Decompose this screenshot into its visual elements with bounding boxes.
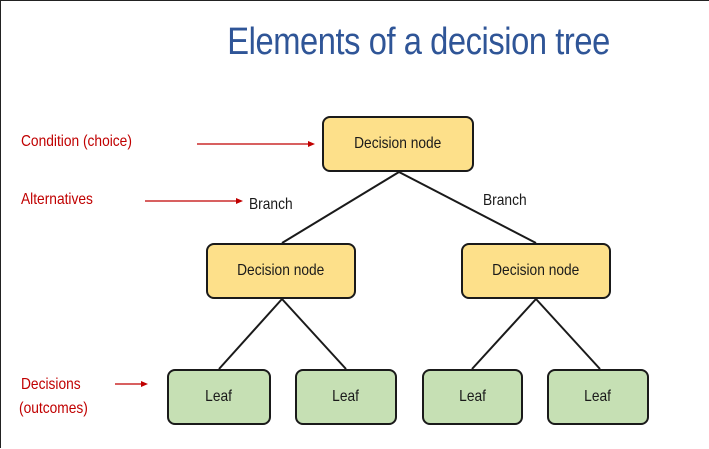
label-decisions: Decisions — [21, 376, 81, 393]
edge-root-left — [281, 171, 400, 244]
label-condition: Condition (choice) — [21, 133, 132, 150]
leaf-node-3: Leaf — [422, 369, 523, 425]
branch-label-left: Branch — [249, 196, 293, 213]
arrow-alternatives — [145, 198, 243, 204]
decision-node-left: Decision node — [206, 243, 356, 299]
decision-node-root: Decision node — [322, 116, 474, 172]
leaf-node-1: Leaf — [167, 369, 271, 425]
edge-root-right — [398, 171, 537, 244]
label-alternatives: Alternatives — [21, 191, 93, 208]
edge-left-leaf1 — [218, 298, 283, 370]
leaf-node-2: Leaf — [295, 369, 397, 425]
leaf-node-4: Leaf — [547, 369, 649, 425]
branch-label-right: Branch — [483, 192, 527, 209]
edge-right-leaf3 — [471, 298, 537, 370]
edge-right-leaf4 — [535, 298, 601, 370]
edge-left-leaf2 — [281, 298, 347, 370]
arrow-condition — [197, 141, 315, 147]
label-outcomes: (outcomes) — [19, 400, 88, 417]
decision-node-right: Decision node — [461, 243, 611, 299]
diagram-title: Elements of a decision tree — [227, 21, 610, 63]
arrow-decisions — [115, 381, 148, 387]
